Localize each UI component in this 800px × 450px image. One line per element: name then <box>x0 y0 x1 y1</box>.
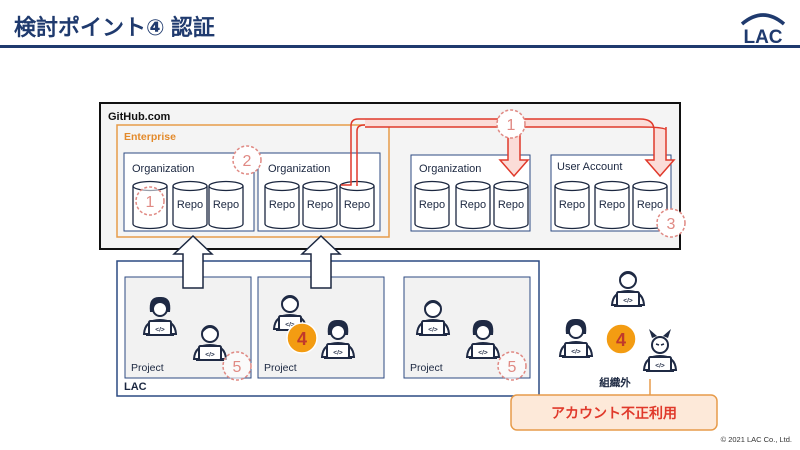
developer-icon: </> <box>559 317 593 358</box>
marker-5-a <box>222 351 252 381</box>
page-title: 検討ポイント④ 認証 <box>14 15 215 40</box>
developer-icon: </> <box>416 300 450 336</box>
marker-1-a-text: 1 <box>146 194 155 211</box>
lac-logo: LAC <box>740 13 786 46</box>
outsider-label: 組織外 <box>599 376 631 389</box>
laptop-code-glyph: </> <box>285 322 295 329</box>
repo-label: Repo <box>269 199 295 211</box>
project-label-2: Project <box>264 362 297 374</box>
repo-label: Repo <box>559 199 585 211</box>
user-account-label: User Account <box>557 161 622 173</box>
people-group: </> </> </> </> </> </> </> </> </> <box>143 271 677 372</box>
marker-5-a-text: 5 <box>233 359 242 376</box>
marker-2 <box>232 145 262 175</box>
laptop-code-glyph: </> <box>478 350 488 357</box>
developer-icon: </> <box>321 318 355 359</box>
repo-cylinder: Repo <box>264 180 300 230</box>
repo-cylinder: Repo <box>455 180 491 230</box>
flow-arrow-up-inner <box>356 124 365 186</box>
laptop-code-glyph: </> <box>571 349 581 356</box>
repo-cylinder: Repo <box>339 180 375 230</box>
repo-cylinder: Repo <box>172 180 208 230</box>
developer-icon: </> <box>193 325 227 361</box>
marker-2-text: 2 <box>243 153 252 170</box>
developer-icon: </> <box>143 295 177 336</box>
organization-label-1: Organization <box>132 163 194 175</box>
push-arrow-1 <box>172 234 214 289</box>
enterprise-label: Enterprise <box>124 131 176 143</box>
marker-3 <box>656 208 686 238</box>
organization-label-2: Organization <box>268 163 330 175</box>
laptop-code-glyph: </> <box>655 363 665 370</box>
repo-cylinder: Repo <box>208 180 244 230</box>
logo-text: LAC <box>743 27 782 46</box>
repo-cylinder: Repo <box>594 180 630 230</box>
push-arrow-2 <box>300 234 342 289</box>
repo-label: Repo <box>637 199 663 211</box>
lac-label: LAC <box>124 381 147 393</box>
repo-label: Repo <box>177 199 203 211</box>
marker-1-a <box>135 186 165 216</box>
repo-label: Repo <box>599 199 625 211</box>
repo-label: Repo <box>307 199 333 211</box>
marker-4-a <box>286 322 318 354</box>
laptop-code-glyph: </> <box>155 327 165 334</box>
marker-4-b-text: 4 <box>616 330 626 350</box>
copyright: © 2021 LAC Co., Ltd. <box>720 435 792 444</box>
laptop-code-glyph: </> <box>333 350 343 357</box>
repo-cylinder: Repo <box>554 180 590 230</box>
github-label: GitHub.com <box>108 111 171 123</box>
laptop-code-glyph: </> <box>428 327 438 334</box>
flow-arrow-to-org <box>498 127 530 178</box>
project-label-1: Project <box>131 362 164 374</box>
flow-arrow-to-user <box>639 118 676 178</box>
repo-cylinder: Repo <box>414 180 450 230</box>
title-underline <box>0 45 800 48</box>
marker-4-b <box>605 323 637 355</box>
flow-arrow-up <box>341 118 365 186</box>
developer-icon: </> <box>273 295 307 331</box>
marker-5-b <box>497 351 527 381</box>
marker-4-a-text: 4 <box>297 329 307 349</box>
developer-icon: </> <box>611 271 645 307</box>
attacker-icon: </> <box>643 328 677 372</box>
marker-5-b-text: 5 <box>508 359 517 376</box>
laptop-code-glyph: </> <box>205 352 215 359</box>
marker-1-b-text: 1 <box>507 117 516 134</box>
repo-cylinder: Repo <box>493 180 529 230</box>
logo-arc <box>740 13 786 26</box>
repo-label: Repo <box>419 199 445 211</box>
marker-3-text: 3 <box>667 216 676 233</box>
repo-label: Repo <box>498 199 524 211</box>
project-label-3: Project <box>410 362 443 374</box>
repo-cylinder: Repo <box>302 180 338 230</box>
marker-1-b <box>496 109 526 139</box>
laptop-code-glyph: </> <box>623 298 633 305</box>
callout-box <box>510 394 718 431</box>
organization-label-3: Organization <box>419 163 481 175</box>
repo-label: Repo <box>460 199 486 211</box>
repo-label: Repo <box>213 199 239 211</box>
repo-label: Repo <box>344 199 370 211</box>
callout-text: アカウント不正利用 <box>551 405 677 421</box>
enterprise-box <box>116 124 390 238</box>
developer-icon: </> <box>466 318 500 359</box>
